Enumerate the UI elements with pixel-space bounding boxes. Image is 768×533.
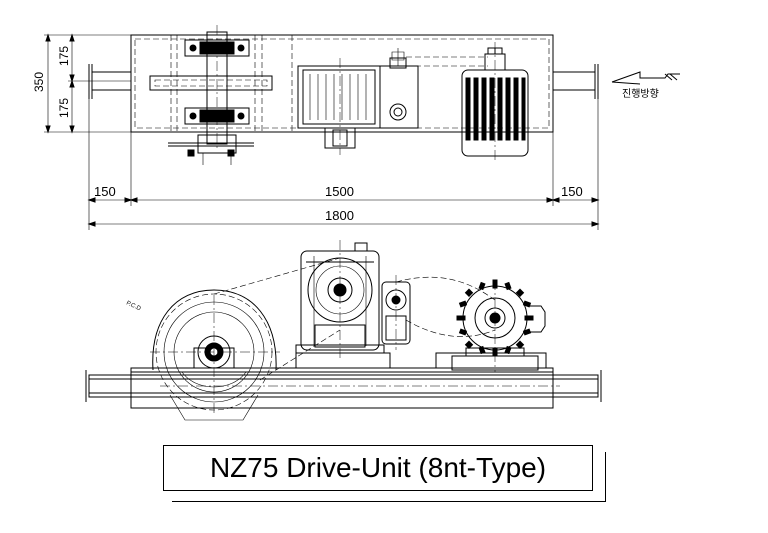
dim-height-bottom: 175: [57, 98, 71, 118]
base-rail: [88, 374, 599, 398]
title-box: NZ75 Drive-Unit (8nt-Type): [163, 445, 593, 491]
title-box-shadow: [172, 452, 606, 502]
direction-label: 진행방향: [622, 88, 659, 100]
drawing-title: NZ75 Drive-Unit (8nt-Type): [209, 452, 547, 483]
drive-sprocket: [150, 289, 280, 421]
motor-elevation: [451, 279, 546, 372]
coupling-elevation: [381, 275, 411, 350]
dim-right-extension: 150: [561, 184, 583, 199]
dim-left-extension: 150: [94, 184, 116, 199]
reducer-elevation: [295, 240, 385, 360]
plan-view: 진행방향 350 175 175 150 1500 150 1800: [32, 25, 680, 230]
dim-height-total: 350: [32, 72, 46, 92]
lower-bearing: [184, 107, 250, 125]
elevation-view: P.C.D: [85, 240, 602, 421]
upper-bearing: [184, 39, 250, 57]
direction-arrow: [611, 71, 680, 85]
dim-overall-length: 1800: [325, 208, 354, 223]
right-rail: [552, 71, 596, 91]
dim-height-top: 175: [57, 46, 71, 66]
coupling-plan: [379, 65, 419, 129]
dim-frame-length: 1500: [325, 184, 354, 199]
pcd-label: P.C.D: [125, 300, 142, 312]
